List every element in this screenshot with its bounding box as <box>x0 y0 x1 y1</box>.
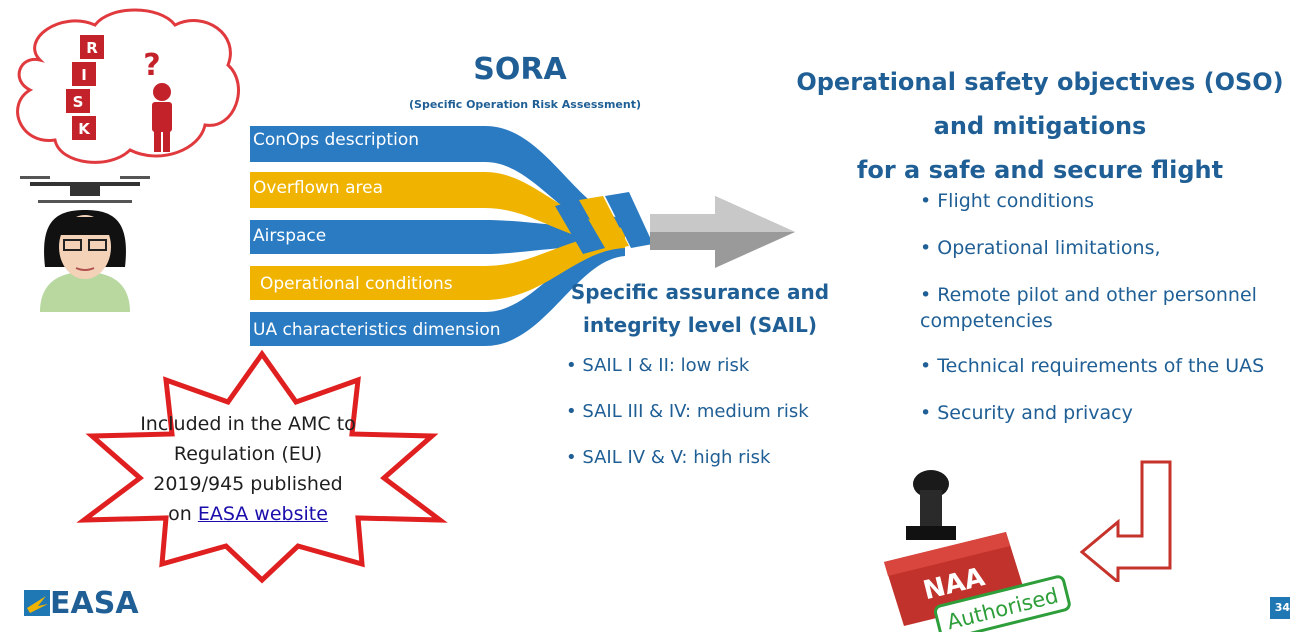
sail-item: • SAIL I & II: low risk <box>566 355 750 376</box>
oso-heading-line1: Operational safety objectives (OSO) <box>796 68 1284 96</box>
oso-item: • Technical requirements of the UAS <box>920 355 1265 377</box>
sail-item: • SAIL III & IV: medium risk <box>566 401 809 422</box>
page-number: 34 <box>1270 597 1290 619</box>
naa-stamp-illustration: NAA Authorised <box>884 470 1071 632</box>
question-person-icon: ? <box>143 48 172 152</box>
easa-logo: EASA <box>24 586 139 621</box>
band-overflown-area <box>250 172 625 244</box>
risk-letter: R <box>86 39 98 57</box>
band-label-conops: ConOps description <box>253 130 419 150</box>
band-label-airspace: Airspace <box>253 226 327 246</box>
svg-text:?: ? <box>143 48 160 83</box>
oso-item: • Remote pilot and other personnel compe… <box>920 284 1257 332</box>
star-line: Regulation (EU) <box>173 443 323 465</box>
band-label-ua-characteristics: UA characteristics dimension <box>253 320 501 340</box>
risk-letter: S <box>73 93 84 111</box>
band-label-operational-conditions: Operational conditions <box>260 274 453 294</box>
oso-item: • Flight conditions <box>920 190 1095 212</box>
return-arrow-icon <box>1079 460 1172 582</box>
sail-heading-line1: Specific assurance and <box>570 280 830 304</box>
slide-subtitle: (Specific Operation Risk Assessment) <box>409 98 641 111</box>
oso-list: • Flight conditions • Operational limita… <box>920 188 1290 447</box>
risk-dice: R I S K <box>66 35 104 140</box>
oso-heading-line2: and mitigations <box>933 112 1147 140</box>
band-airspace <box>250 220 625 254</box>
band-label-overflown-area: Overflown area <box>253 178 383 198</box>
sail-heading-line2: integrity level (SAIL) <box>582 313 817 337</box>
risk-cloud-illustration: R I S K ? <box>16 8 240 164</box>
slide-title: SORA <box>473 52 567 87</box>
risk-letter: I <box>81 66 87 84</box>
sail-item: • SAIL IV & V: high risk <box>566 447 771 468</box>
oso-item: • Operational limitations, <box>920 237 1161 259</box>
drone-pilot-illustration <box>20 176 150 312</box>
star-callout <box>76 350 448 584</box>
star-line: 2019/945 published <box>153 473 343 495</box>
star-line-last: on EASA website <box>118 499 378 529</box>
oso-heading-line3: for a safe and secure flight <box>856 156 1224 184</box>
twisted-bands <box>555 192 653 254</box>
oso-item: • Security and privacy <box>920 402 1133 424</box>
sora-funnel-diagram <box>250 126 795 346</box>
easa-website-link[interactable]: EASA website <box>197 503 328 525</box>
risk-letter: K <box>78 120 91 138</box>
stamp-handle-icon <box>906 470 956 540</box>
easa-logo-icon <box>24 590 50 616</box>
band-conops <box>250 126 625 238</box>
sail-list: • SAIL I & II: low risk • SAIL III & IV:… <box>566 354 866 492</box>
woman-avatar-icon <box>40 210 130 312</box>
easa-logo-text: EASA <box>50 586 139 621</box>
oso-heading: Operational safety objectives (OSO) and … <box>790 60 1290 192</box>
star-line: Included in the AMC to <box>140 413 356 435</box>
band-ua-characteristics <box>250 236 625 346</box>
sail-heading: Specific assurance and integrity level (… <box>560 276 840 342</box>
band-operational-conditions <box>250 232 625 300</box>
star-line-prefix: on <box>168 503 198 525</box>
star-callout-text: Included in the AMC to Regulation (EU) 2… <box>118 409 378 529</box>
drone-icon <box>20 176 150 203</box>
